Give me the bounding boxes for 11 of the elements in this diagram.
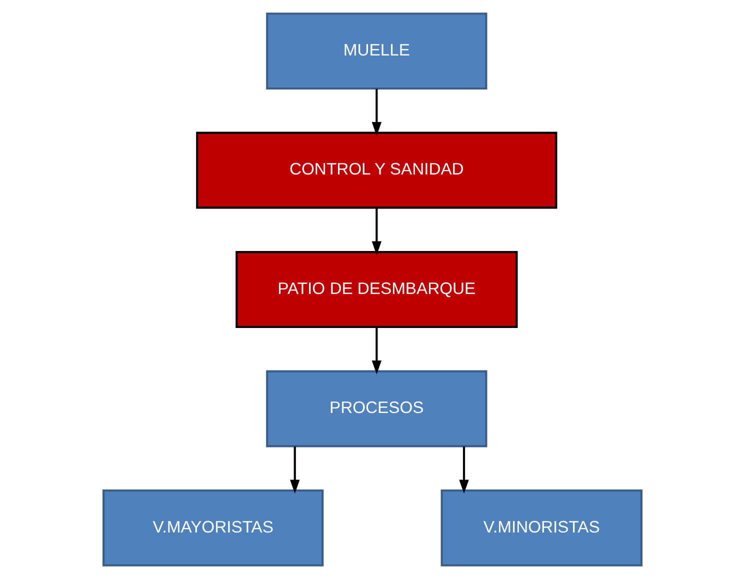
arrow bbox=[371, 327, 382, 374]
node-box: PROCESOS bbox=[266, 370, 487, 448]
node-box: MUELLE bbox=[266, 12, 487, 90]
node-box: CONTROL Y SANIDAD bbox=[196, 132, 557, 209]
node-box: V.MINORISTAS bbox=[440, 489, 642, 566]
arrow bbox=[371, 208, 382, 256]
arrow bbox=[290, 446, 300, 494]
arrow bbox=[371, 88, 382, 136]
arrow bbox=[458, 446, 468, 494]
node-box: V.MAYORISTAS bbox=[102, 489, 324, 566]
node-box: PATIO DE DESMBARQUE bbox=[235, 251, 518, 328]
